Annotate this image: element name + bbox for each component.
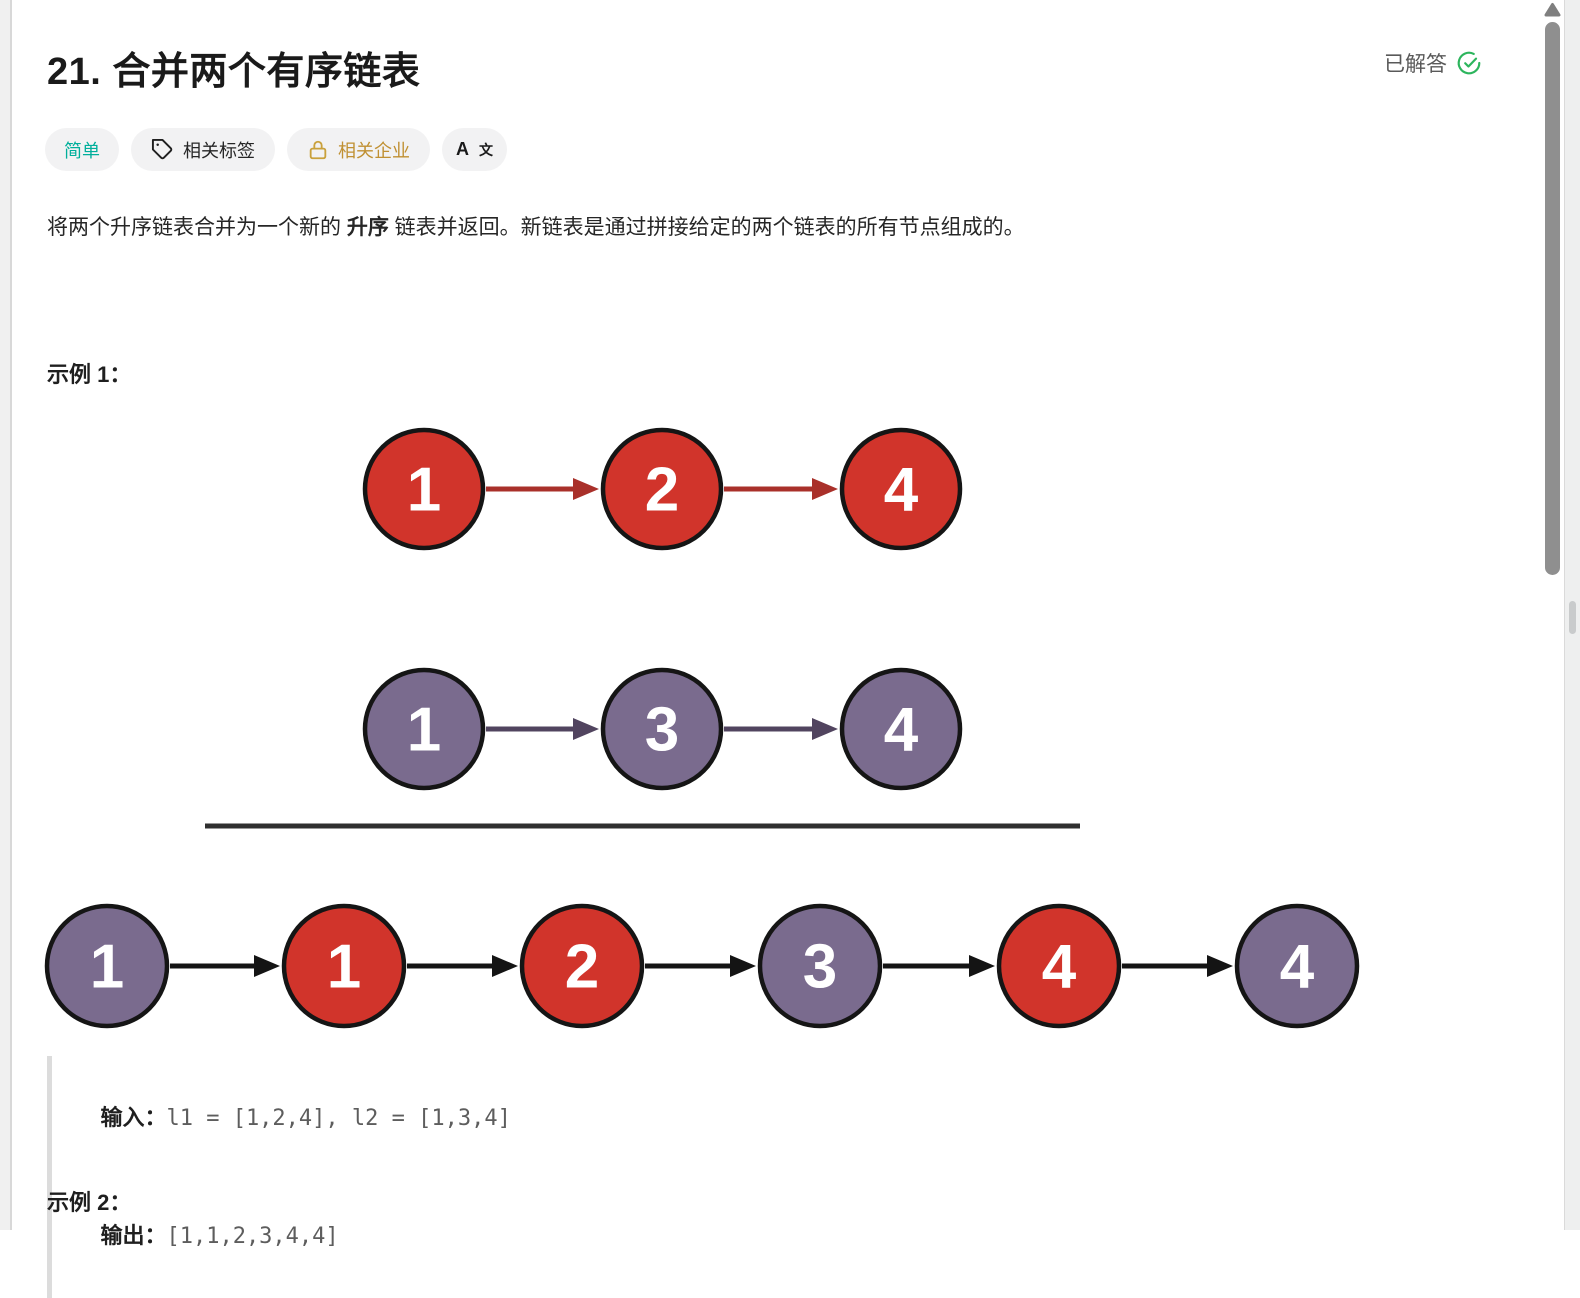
output-value: [1,1,2,3,4,4] (166, 1224, 339, 1249)
description-bold: 升序 (346, 216, 389, 239)
description-panel-scrollbar[interactable] (1542, 0, 1563, 1230)
related-tags-label: 相关标签 (183, 140, 255, 161)
difficulty-badge[interactable]: 简单 (45, 128, 119, 171)
related-tags-button[interactable]: 相关标签 (131, 128, 275, 171)
example-1-diagram: 1 2 4 1 3 4 1 1 2 3 4 4 (0, 420, 1420, 1035)
linked-list-diagram: 1 2 4 1 3 4 1 1 2 3 4 4 (44, 427, 1360, 1029)
scroll-up-button[interactable] (1544, 2, 1561, 18)
input-value: l1 = [1,2,4], l2 = [1,3,4] (166, 1106, 511, 1131)
svg-text:4: 4 (1042, 933, 1077, 1002)
svg-text:2: 2 (645, 456, 679, 525)
svg-text:4: 4 (884, 696, 919, 765)
svg-text:1: 1 (407, 456, 441, 525)
description-part1: 将两个升序链表合并为一个新的 (47, 216, 347, 239)
font-size-wen: 文 (479, 141, 493, 158)
solved-check-icon (1456, 50, 1482, 76)
font-size-button[interactable]: A 文 (442, 128, 507, 171)
svg-text:3: 3 (803, 933, 837, 1002)
page-title: 21. 合并两个有序链表 (47, 51, 421, 93)
outer-scrollbar-thumb[interactable] (1569, 601, 1576, 634)
svg-text:2: 2 (565, 933, 599, 1002)
inner-scrollbar-thumb[interactable] (1545, 22, 1560, 575)
solved-status[interactable]: 已解答 (1384, 48, 1482, 78)
difficulty-label: 简单 (64, 140, 100, 161)
input-label: 输入： (100, 1105, 167, 1130)
description-part2: 链表并返回。新链表是通过拼接给定的两个链表的所有节点组成的。 (388, 216, 1025, 239)
panel-resize-gutter[interactable] (0, 0, 12, 1230)
svg-text:4: 4 (884, 456, 919, 525)
example-1-io-block: 输入：l1 = [1,2,4], l2 = [1,3,4] 输出：[1,1,2,… (47, 1056, 511, 1298)
svg-text:3: 3 (645, 696, 679, 765)
related-companies-label: 相关企业 (338, 140, 410, 161)
svg-text:1: 1 (327, 933, 361, 1002)
svg-text:1: 1 (90, 933, 124, 1002)
tag-icon (151, 138, 174, 161)
solved-status-label: 已解答 (1384, 53, 1447, 76)
tag-pill-row: 简单 相关标签 相关企业 A 文 (45, 128, 507, 171)
related-companies-button[interactable]: 相关企业 (287, 128, 430, 171)
output-label: 输出： (100, 1223, 167, 1248)
output-line: 输出：[1,1,2,3,4,4] (76, 1177, 511, 1295)
svg-text:1: 1 (407, 696, 441, 765)
problem-description: 将两个升序链表合并为一个新的 升序 链表并返回。新链表是通过拼接给定的两个链表的… (47, 211, 1377, 244)
example-1-heading: 示例 1： (47, 362, 132, 387)
example-2-heading: 示例 2： (47, 1190, 132, 1215)
svg-text:4: 4 (1280, 933, 1315, 1002)
lock-icon (307, 139, 329, 161)
input-line: 输入：l1 = [1,2,4], l2 = [1,3,4] (76, 1059, 511, 1177)
page-scrollbar[interactable] (1564, 0, 1580, 1230)
font-size-a: A (456, 139, 469, 159)
